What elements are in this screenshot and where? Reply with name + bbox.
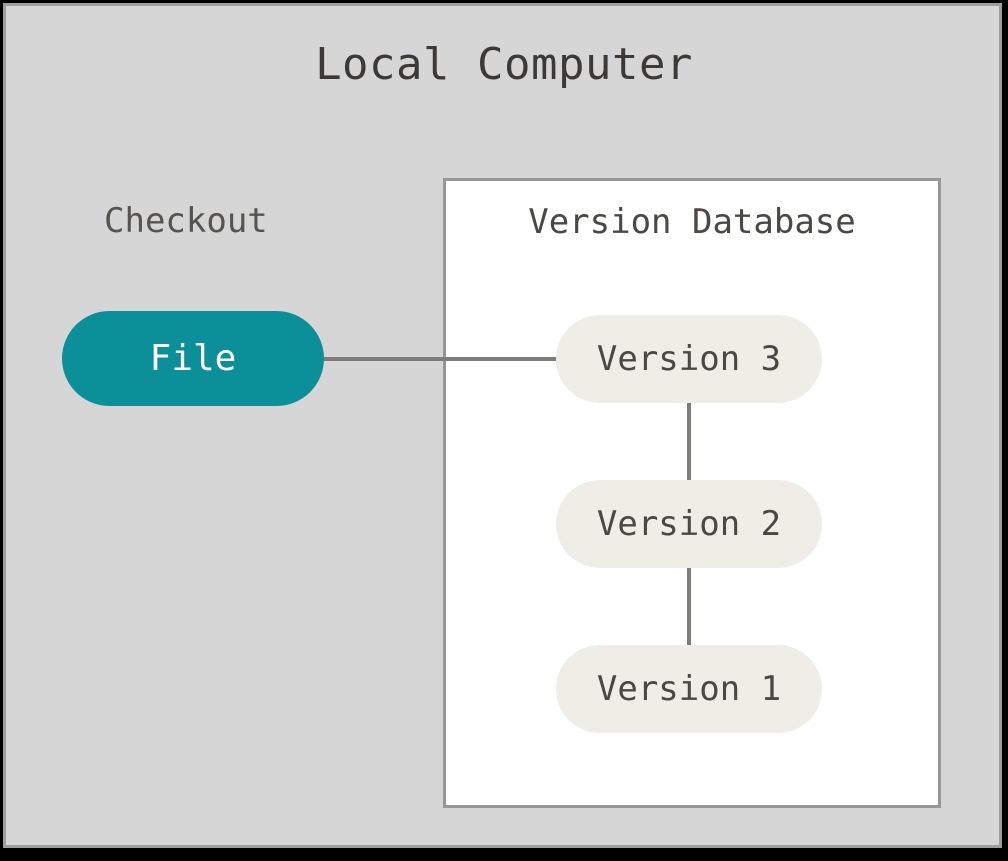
connector-file-to-version-3: [322, 357, 560, 361]
node-version-1[interactable]: Version 1: [556, 645, 822, 733]
version-database-title: Version Database: [528, 202, 856, 242]
node-file[interactable]: File: [62, 311, 324, 406]
node-version-3[interactable]: Version 3: [556, 315, 822, 403]
checkout-label: Checkout: [104, 201, 268, 241]
node-version-2[interactable]: Version 2: [556, 480, 822, 568]
page-title: Local Computer: [315, 39, 693, 90]
connector-version-2-to-version-1: [687, 566, 691, 647]
connector-version-3-to-version-2: [687, 400, 691, 482]
